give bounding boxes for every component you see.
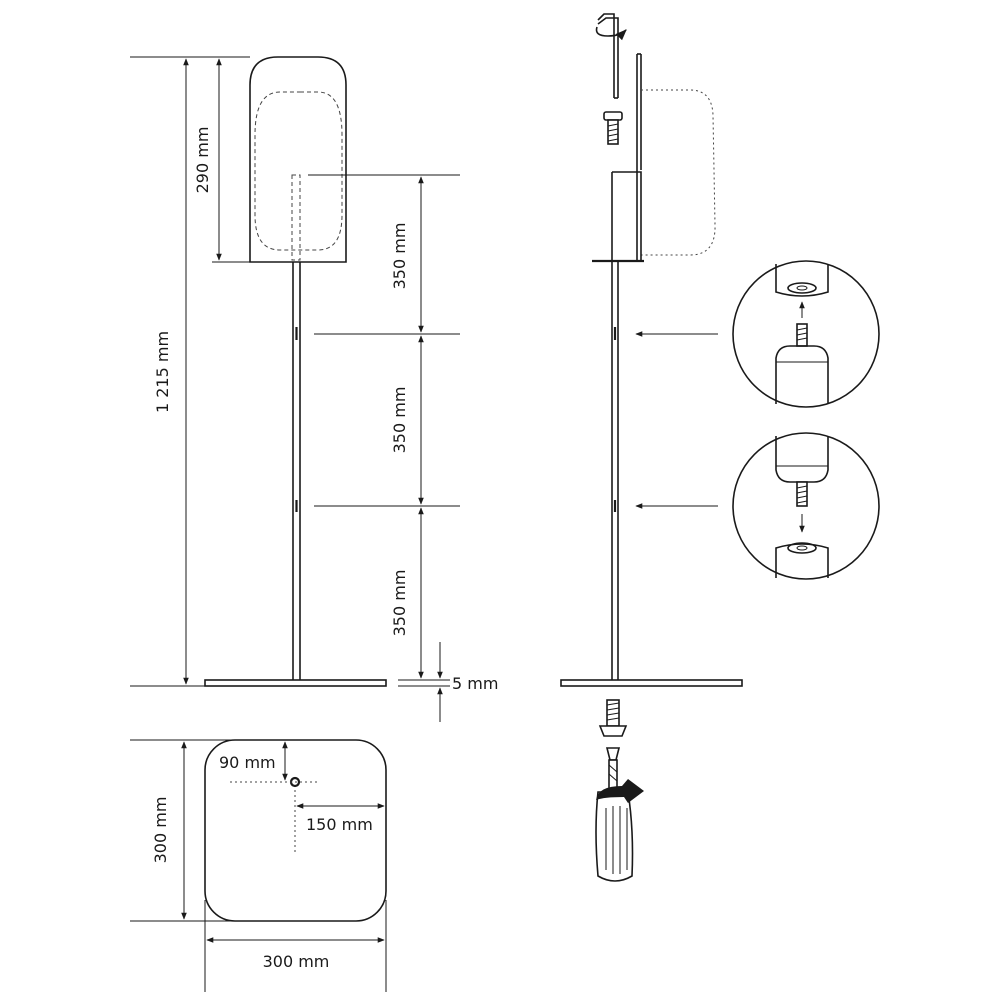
- bolt-icon: [603, 111, 623, 145]
- base-outline: [204, 739, 387, 922]
- rotation-arrow-icon: [596, 779, 644, 803]
- allen-key-icon: [595, 13, 627, 99]
- base-offset-horizontal-label: 150 mm: [306, 815, 373, 834]
- base-thickness-label: 5 mm: [452, 674, 498, 693]
- base-plate: [204, 679, 387, 687]
- total-height-label: 1 215 mm: [153, 331, 172, 413]
- side-base-plate: [560, 679, 743, 687]
- segment-2-label: 350 mm: [390, 387, 409, 454]
- detail-circle-joint-lower: [732, 432, 880, 580]
- bottle-outline: [254, 91, 343, 251]
- detail-circle-joint-upper: [732, 260, 880, 408]
- side-view: [560, 13, 743, 882]
- base-offset-vertical-label: 90 mm: [219, 753, 276, 772]
- segment-3-label: 350 mm: [390, 570, 409, 637]
- screwdriver-icon: [595, 747, 634, 882]
- bolt-icon: [598, 699, 628, 737]
- front-view: 1 215 mm 290 mm 350 mm 350 mm 350 mm 5 m…: [130, 56, 498, 722]
- segment-1-label: 350 mm: [390, 223, 409, 290]
- base-top-view: 90 mm 150 mm 300 mm 300 mm: [130, 739, 387, 992]
- base-depth-label: 300 mm: [151, 797, 170, 864]
- base-width-label: 300 mm: [263, 952, 330, 971]
- dispenser-height-label: 290 mm: [193, 127, 212, 194]
- mount-bracket: [612, 171, 642, 260]
- mount-tube: [291, 174, 301, 261]
- dispenser-ghost-outline: [641, 89, 716, 256]
- dispenser-housing: [249, 56, 347, 263]
